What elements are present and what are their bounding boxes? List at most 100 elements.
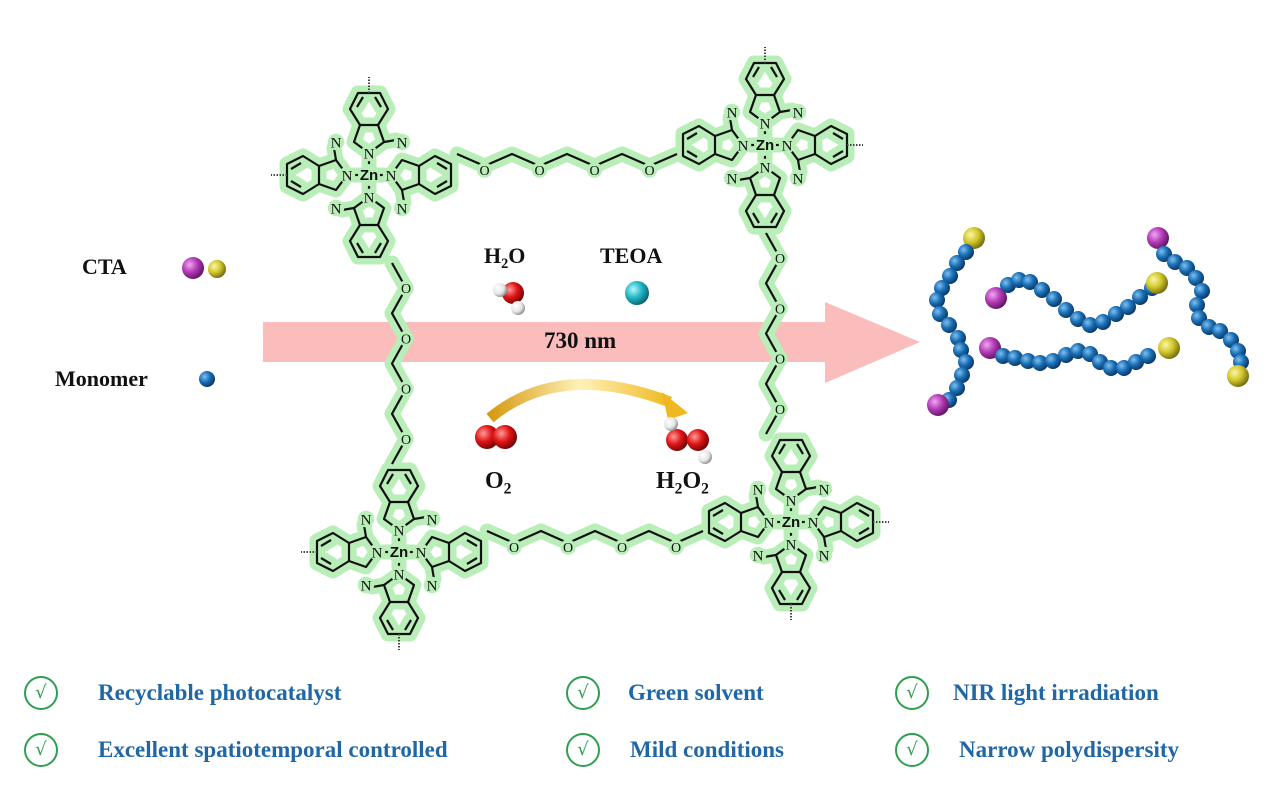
feature-item: √ Recyclable photocatalyst bbox=[24, 676, 341, 710]
peroxide-label: H2O2 bbox=[656, 468, 709, 498]
pyrrole-ring bbox=[390, 158, 421, 192]
benzo-ring bbox=[348, 224, 390, 259]
nitrogen-atom: N bbox=[819, 548, 830, 564]
nitrogen-atom: N bbox=[364, 190, 375, 206]
pyrrole-ring bbox=[748, 166, 782, 197]
peroxide-label-sub2: 2 bbox=[701, 480, 709, 498]
double-bond bbox=[770, 212, 778, 224]
feature-item: √ Mild conditions bbox=[566, 733, 784, 767]
ether-oxygen-bg bbox=[772, 401, 788, 417]
peroxide-label-sub1: 2 bbox=[674, 480, 683, 498]
monomer-bead bbox=[949, 255, 965, 271]
chain-end-group bbox=[963, 227, 985, 249]
oxygen-label-o: O bbox=[485, 468, 504, 494]
double-bond bbox=[712, 527, 724, 535]
ether-oxygen-bg bbox=[506, 539, 522, 555]
double-bond bbox=[290, 180, 302, 188]
monomer-bead bbox=[954, 367, 970, 383]
nitrogen-atom: N bbox=[416, 545, 427, 561]
nitrogen-atom-bg bbox=[393, 133, 411, 151]
pyrrole-ring bbox=[774, 543, 808, 574]
nitrogen-atom: N bbox=[427, 512, 438, 528]
cta-label: CTA bbox=[82, 254, 127, 279]
monomer-bead bbox=[1140, 348, 1156, 364]
double-bond bbox=[386, 619, 394, 631]
pyrrole-ring bbox=[739, 505, 770, 539]
check-circle-icon: √ bbox=[24, 733, 58, 767]
nitrogen-atom-bg bbox=[393, 199, 411, 217]
ether-oxygen: O bbox=[563, 541, 573, 556]
molecule-models bbox=[182, 227, 1249, 464]
curved-arrow-head bbox=[662, 392, 688, 420]
monomer-bead bbox=[950, 330, 966, 346]
pyrrole-ring bbox=[786, 128, 817, 162]
monomer-bead bbox=[199, 371, 215, 387]
zinc-atom: Zn bbox=[390, 544, 408, 561]
nitrogen-atom: N bbox=[808, 515, 819, 531]
pyrrole-ring bbox=[352, 196, 386, 227]
ether-oxygen: O bbox=[401, 383, 411, 398]
chain-end-group bbox=[927, 394, 949, 416]
nitrogen-atom: N bbox=[331, 135, 342, 151]
nitrogen-atom: N bbox=[786, 537, 797, 553]
double-bond bbox=[858, 527, 870, 535]
nitrogen-atom: N bbox=[397, 135, 408, 151]
feature-item: √ Narrow polydispersity bbox=[895, 733, 1179, 767]
monomer-bead bbox=[1128, 354, 1144, 370]
double-bond bbox=[686, 132, 698, 140]
top-ethylene-glycol-linker bbox=[456, 152, 678, 168]
double-bond bbox=[466, 539, 478, 547]
ether-oxygen: O bbox=[589, 164, 599, 179]
nitrogen-atom-bg bbox=[756, 158, 774, 176]
nitrogen-atom: N bbox=[793, 171, 804, 187]
nitrogen-atom-bg bbox=[723, 103, 741, 121]
zinc-bg bbox=[754, 134, 776, 156]
nitrogen-atom: N bbox=[738, 138, 749, 154]
feature-text: Excellent spatiotemporal controlled bbox=[98, 737, 448, 762]
monomer-bead bbox=[1108, 306, 1124, 322]
nitrogen-atom-bg bbox=[360, 144, 378, 162]
nitrogen-atom-bg bbox=[338, 166, 356, 184]
nitrogen-atom-bg bbox=[423, 576, 441, 594]
double-bond bbox=[686, 150, 698, 158]
nitrogen-atom-bg bbox=[815, 480, 833, 498]
nitrogen-atom-bg bbox=[749, 546, 767, 564]
nitrogen-atom: N bbox=[386, 168, 397, 184]
monomer-bead bbox=[958, 244, 974, 260]
monomer-bead bbox=[1070, 311, 1086, 327]
ether-oxygen: O bbox=[775, 353, 785, 368]
pyrrole-ring bbox=[347, 535, 378, 569]
monomer-bead bbox=[1045, 353, 1061, 369]
monomer-bead bbox=[929, 292, 945, 308]
ether-oxygen-bg bbox=[641, 162, 658, 178]
benzo-ring bbox=[707, 501, 742, 543]
ether-oxygen-bg bbox=[531, 162, 548, 178]
chain-end-group bbox=[1147, 227, 1169, 249]
benzo-ring bbox=[448, 531, 483, 573]
nitrogen-atom: N bbox=[727, 105, 738, 121]
ether-oxygen-bg bbox=[668, 539, 684, 555]
monomer-bead bbox=[941, 317, 957, 333]
feature-text: Recyclable photocatalyst bbox=[98, 680, 342, 705]
monomer-bead bbox=[1007, 350, 1023, 366]
double-bond bbox=[356, 242, 364, 254]
nitrogen-atom-bg bbox=[782, 535, 800, 553]
double-bond bbox=[404, 473, 412, 485]
ether-oxygen: O bbox=[534, 164, 544, 179]
monomer-bead bbox=[1189, 297, 1205, 313]
nitrogen-atom: N bbox=[361, 578, 372, 594]
nitrogen-atom: N bbox=[364, 146, 375, 162]
benzo-ring bbox=[681, 124, 716, 166]
nitrogen-atom-bg bbox=[778, 136, 796, 154]
ether-oxygen: O bbox=[644, 164, 654, 179]
monomer-bead bbox=[1116, 360, 1132, 376]
double-bond bbox=[356, 96, 364, 108]
nitrogen-atom: N bbox=[427, 578, 438, 594]
monomer-bead bbox=[958, 354, 974, 370]
feature-text: Green solvent bbox=[628, 680, 764, 705]
nitrogen-atom: N bbox=[760, 160, 771, 176]
water-label: H2O bbox=[484, 243, 525, 273]
